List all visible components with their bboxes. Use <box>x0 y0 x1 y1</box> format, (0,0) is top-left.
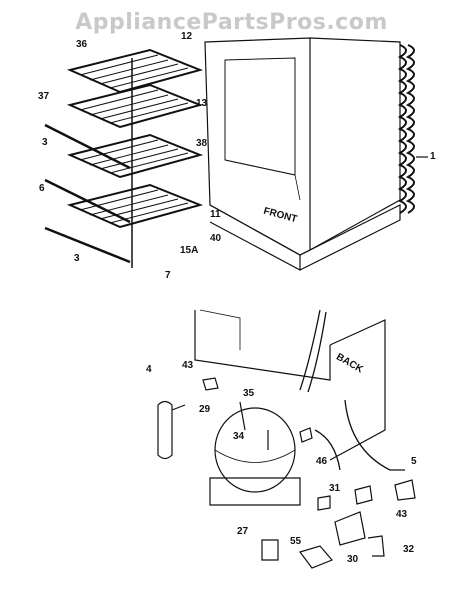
shelf-37 <box>66 83 204 129</box>
callout-15a: 15A <box>180 245 199 256</box>
callout-3-lower: 3 <box>74 253 80 264</box>
callout-3-upper: 3 <box>42 137 48 148</box>
callout-35: 35 <box>243 388 255 399</box>
callout-38: 38 <box>196 138 208 149</box>
cabinet-body <box>204 37 401 271</box>
shelf-40 <box>66 183 204 229</box>
shelf-36 <box>66 48 204 94</box>
tubing <box>299 309 405 471</box>
callout-43-lower: 43 <box>396 509 408 520</box>
callout-36: 36 <box>76 39 88 50</box>
callout-55: 55 <box>290 536 302 547</box>
drier-4 <box>157 400 186 460</box>
callout-37: 37 <box>38 91 50 102</box>
callout-32: 32 <box>403 544 415 555</box>
callout-31: 31 <box>329 483 341 494</box>
callout-7: 7 <box>165 270 171 281</box>
callout-13: 13 <box>196 98 208 109</box>
callout-5: 5 <box>411 456 417 467</box>
callout-40: 40 <box>210 233 222 244</box>
machine-compartment <box>194 309 386 461</box>
callout-6: 6 <box>39 183 45 194</box>
callout-43-upper: 43 <box>182 360 194 371</box>
callout-34: 34 <box>233 431 245 442</box>
callout-4: 4 <box>146 364 152 375</box>
condenser-coil <box>397 44 415 214</box>
callout-46: 46 <box>316 456 328 467</box>
shelf-rails <box>44 123 131 264</box>
callout-30: 30 <box>347 554 359 565</box>
compressor-29 <box>209 401 301 506</box>
callout-11: 11 <box>210 209 221 220</box>
callout-1: 1 <box>430 151 436 162</box>
watermark: AppliancePartsPros.com <box>75 10 388 35</box>
callout-27: 27 <box>237 526 249 537</box>
shelf-38 <box>66 133 204 179</box>
callout-29: 29 <box>199 404 211 415</box>
callout-12: 12 <box>181 31 193 42</box>
small-parts <box>202 377 416 569</box>
